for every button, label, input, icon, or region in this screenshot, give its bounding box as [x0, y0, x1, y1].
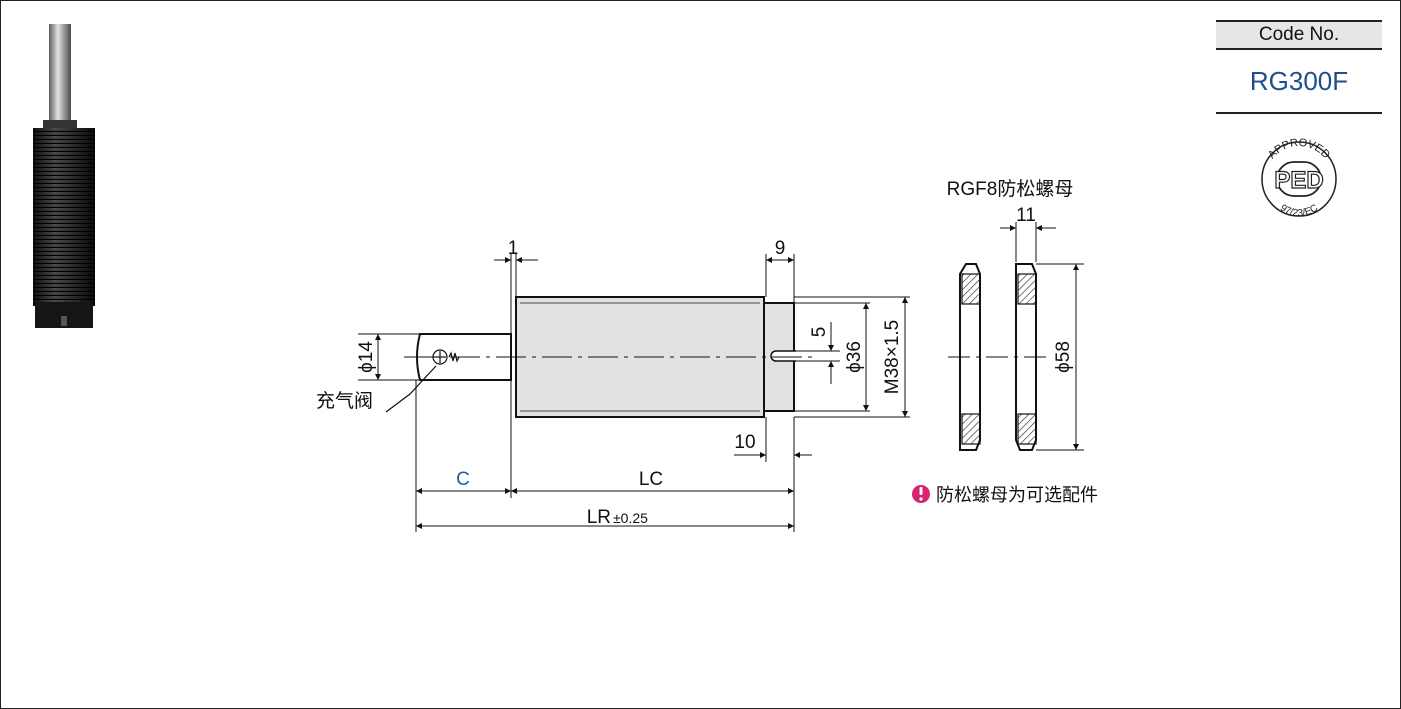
- end-slot: [770, 350, 796, 362]
- code-number-box: Code No. RG300F: [1216, 20, 1382, 114]
- dim-lr: LR: [587, 507, 611, 528]
- nut-title: RGF8防松螺母: [947, 178, 1074, 200]
- dim-phi14: ϕ14: [356, 341, 377, 373]
- dim-phi58: ϕ58: [1053, 341, 1074, 373]
- dimension-lines: [375, 257, 908, 529]
- valve-label: 充气阀: [316, 390, 373, 412]
- valve-leader: [385, 365, 437, 413]
- dim-11: 11: [1016, 205, 1036, 226]
- dim-phi36: ϕ36: [844, 341, 865, 373]
- dim-5: 5: [809, 327, 830, 338]
- nut-dimension-lines: [1000, 222, 1084, 451]
- code-number-header: Code No.: [1216, 20, 1382, 50]
- approval-mark: PED: [1274, 167, 1323, 194]
- dim-9: 9: [775, 238, 786, 259]
- product-photo: [33, 24, 95, 328]
- ped-approval-logo: APPROVED 97/23/EC PED: [1261, 137, 1337, 220]
- note-icon: [912, 485, 930, 503]
- accessory-note: 防松螺母为可选配件: [936, 485, 1098, 505]
- code-number-value: RG300F: [1216, 50, 1382, 114]
- dim-thread: M38×1.5: [882, 320, 903, 394]
- dim-1: 1: [508, 238, 519, 259]
- dim-lc: LC: [639, 469, 663, 490]
- dim-c: C: [456, 469, 470, 490]
- dim-lr-tolerance: ±0.25: [613, 510, 648, 526]
- dim-10: 10: [734, 432, 755, 453]
- approval-bottom-text: 97/23/EC: [1278, 203, 1320, 220]
